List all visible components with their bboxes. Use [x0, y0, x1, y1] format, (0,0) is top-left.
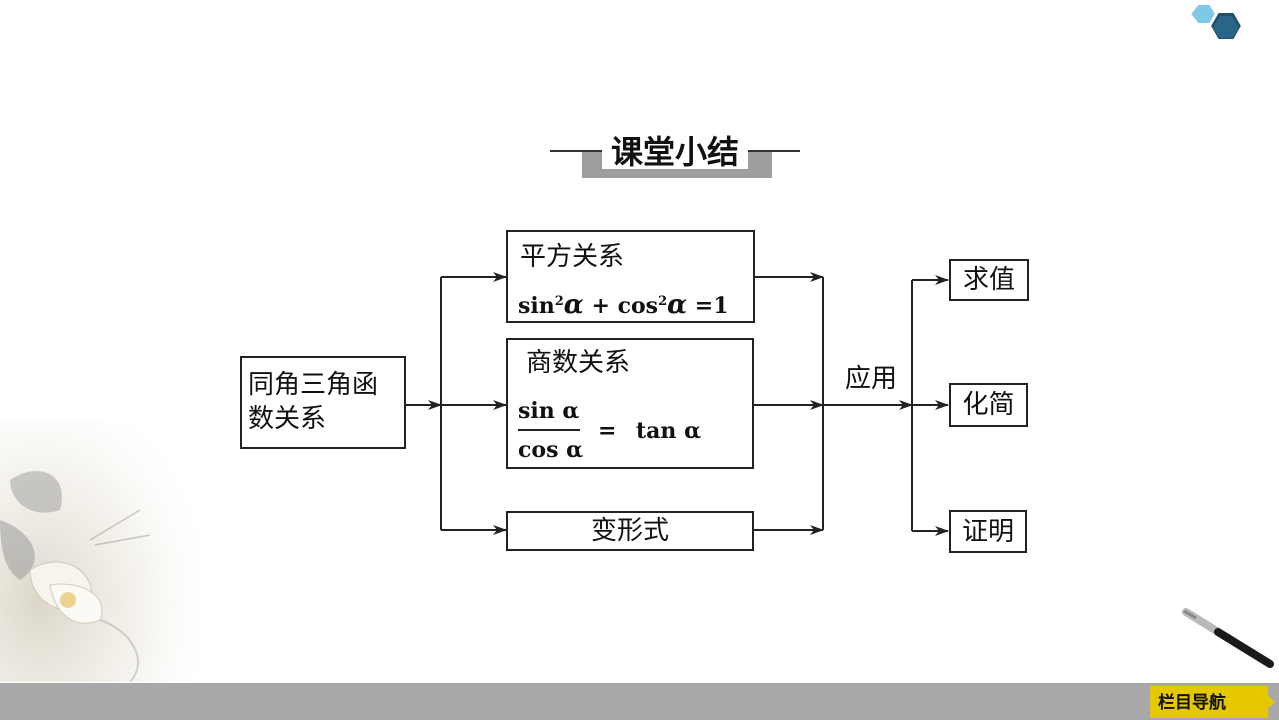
outcome-simplify-node: 化简	[949, 383, 1028, 427]
outcome-prove-node: 证明	[949, 510, 1027, 553]
brush-icon	[1182, 608, 1274, 668]
quotient-equals: =	[598, 418, 617, 444]
outcome-simplify-label: 化简	[962, 390, 1015, 420]
cos-text: cos	[617, 293, 659, 319]
fraction-denominator: cos α	[518, 437, 584, 463]
nav-arrow-icon[interactable]	[1257, 686, 1275, 718]
transform-node: 变形式	[506, 511, 754, 551]
outcome-prove-label: 证明	[961, 517, 1014, 547]
square-relation-label: 平方关系	[520, 242, 625, 272]
section-title: 课堂小结	[550, 130, 800, 180]
quotient-relation-node: 商数关系 sin α cos α = tan α	[506, 338, 754, 469]
alpha-symbol: α	[563, 290, 584, 320]
square-relation-formula: sin2α + cos2α =1	[518, 290, 729, 325]
sin-exponent: 2	[554, 294, 564, 309]
quotient-relation-label: 商数关系	[526, 348, 631, 378]
page-title: 课堂小结	[602, 133, 748, 171]
footer-bar	[0, 683, 1279, 720]
lotus-decoration	[0, 420, 200, 682]
plus-sign: +	[591, 293, 610, 319]
nav-button[interactable]: 栏目导航	[1150, 686, 1268, 718]
equals-one: =1	[694, 293, 729, 319]
hexagon-logo-icon	[1188, 3, 1244, 41]
fraction-bar	[518, 429, 580, 431]
title-rule-left	[550, 150, 602, 152]
cos-exponent: 2	[658, 294, 668, 309]
root-node: 同角三角函 数关系	[240, 356, 406, 449]
square-relation-node: 平方关系 sin2α + cos2α =1	[506, 230, 755, 323]
apply-label: 应用	[845, 364, 898, 394]
outcome-value-label: 求值	[962, 265, 1015, 295]
root-line-2: 数关系	[248, 404, 327, 434]
sin-text: sin	[518, 293, 555, 319]
transform-label: 变形式	[590, 516, 669, 546]
outcome-value-node: 求值	[949, 259, 1029, 301]
tan-alpha: tan α	[636, 418, 702, 444]
fraction-numerator: sin α	[518, 398, 580, 424]
root-line-1: 同角三角函	[248, 370, 379, 400]
alpha-symbol: α	[667, 290, 688, 320]
title-rule-right	[748, 150, 800, 152]
